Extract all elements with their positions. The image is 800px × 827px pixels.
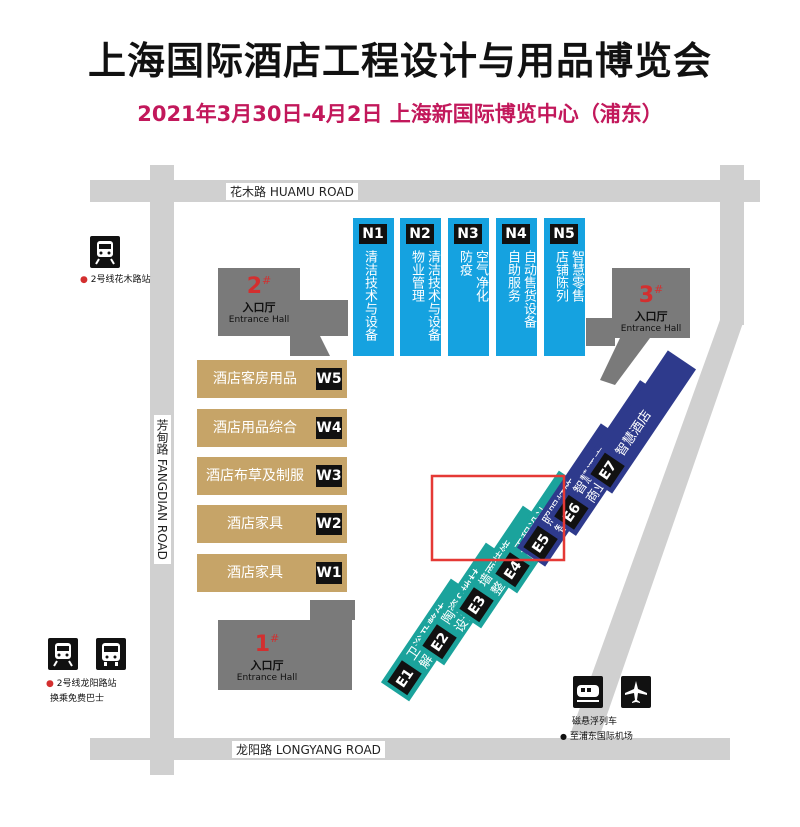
- bus-icon: [96, 638, 126, 670]
- entrance-label-3: 3# 入口厅 Entrance Hall: [620, 283, 682, 334]
- entrance-hall-1: [218, 600, 355, 690]
- road-longyang: [90, 738, 730, 760]
- entrance-hall-2: [218, 268, 348, 356]
- road-label-fangdian: 芳甸路 FANGDIAN ROAD: [154, 415, 171, 564]
- road-east: [720, 165, 744, 325]
- hall-label: 酒店家具: [227, 565, 283, 581]
- hall-label: 酒店家具: [227, 516, 283, 532]
- hall-code: W3: [316, 465, 342, 487]
- hall-code: W1: [316, 562, 342, 584]
- hall-code: N1: [359, 224, 387, 244]
- metro-line-icon: ●: [80, 275, 88, 285]
- hall-n1[interactable]: N1 清洁技术与设备: [353, 218, 394, 356]
- entrance-label-2: 2# 入口厅 Entrance Hall: [228, 274, 290, 325]
- entrance-label-1: 1# 入口厅 Entrance Hall: [236, 632, 298, 683]
- road-label-huamu: 花木路 HUAMU ROAD: [226, 183, 358, 200]
- road-label-longyang: 龙阳路 LONGYANG ROAD: [232, 741, 385, 758]
- airplane-icon: [621, 676, 651, 708]
- shuttle-bus-label: 换乘免费巴士: [50, 694, 105, 704]
- highlight-box: [430, 474, 566, 562]
- hall-w5[interactable]: 酒店客房用品 W5: [197, 360, 347, 398]
- hall-label: 清洁技术与设备 物业管理: [409, 250, 440, 341]
- metro-station-label-nw: ● 2号线花木路站: [80, 275, 151, 285]
- hall-w3[interactable]: 酒店布草及制服 W3: [197, 457, 347, 495]
- hall-label: 自动售货设备 自助服务: [505, 250, 536, 328]
- hall-n5[interactable]: N5 智慧零售 店铺陈列: [544, 218, 585, 356]
- metro-station-label-sw: ● 2号线龙阳路站: [46, 679, 117, 689]
- hall-w2[interactable]: 酒店家具 W2: [197, 505, 347, 543]
- road-huamu: [90, 180, 760, 202]
- hall-label: 清洁技术与设备: [362, 250, 377, 341]
- metro-line-icon: ●: [46, 679, 54, 689]
- hall-label: 智慧零售 店铺陈列: [553, 250, 584, 302]
- page-title: 上海国际酒店工程设计与用品博览会: [87, 39, 712, 83]
- metro-icon: [90, 236, 120, 268]
- hall-code: W5: [316, 368, 342, 390]
- hall-label: 酒店客房用品: [213, 371, 297, 387]
- metro-icon: [48, 638, 78, 670]
- page-subtitle: 2021年3月30日-4月2日 上海新国际博览中心（浦东）: [137, 102, 663, 126]
- arrow-right-icon: ●: [560, 732, 567, 741]
- hall-n2[interactable]: N2 清洁技术与设备 物业管理: [400, 218, 441, 356]
- hall-code: W4: [316, 417, 342, 439]
- hall-label: 酒店布草及制服: [206, 468, 304, 484]
- hall-w1[interactable]: 酒店家具 W1: [197, 554, 347, 592]
- hall-code: N5: [550, 224, 578, 244]
- entrance-hall-3: [586, 268, 690, 385]
- hall-n4[interactable]: N4 自动售货设备 自助服务: [496, 218, 537, 356]
- hall-code: N3: [454, 224, 482, 244]
- maglev-label: 磁悬浮列车: [572, 717, 618, 727]
- maglev-train-icon: [573, 676, 603, 708]
- hall-code: W2: [316, 513, 342, 535]
- hall-code: N2: [406, 224, 434, 244]
- road-diagonal: [570, 320, 744, 735]
- hall-w4[interactable]: 酒店用品综合 W4: [197, 409, 347, 447]
- airport-label: ● 至浦东国际机场: [560, 732, 633, 742]
- hall-code: N4: [502, 224, 530, 244]
- hall-label: 酒店用品综合: [213, 420, 297, 436]
- hall-n3[interactable]: N3 洗涤 空气净化 防疫: [448, 218, 504, 356]
